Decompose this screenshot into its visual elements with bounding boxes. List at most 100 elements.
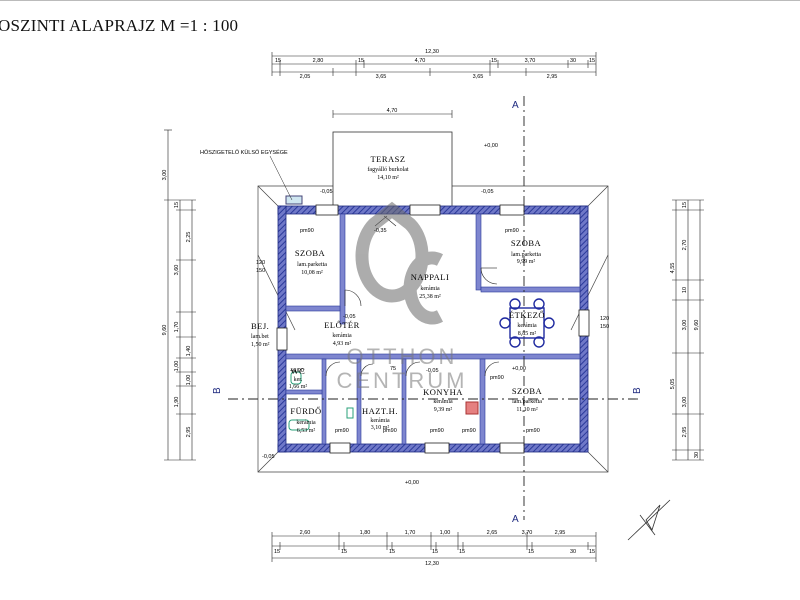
svg-text:BEJ.: BEJ. xyxy=(251,321,269,331)
dim-top-r2-0: 2,05 xyxy=(300,74,311,80)
dim-bot-r2-6: 30 xyxy=(570,549,576,555)
room-konyha: KONYHA kerámia 9,39 m² xyxy=(423,387,463,413)
level-markers: +0,00 -0,05 -0,05 -0,35 -0,05 +0,00 -0,0… xyxy=(262,143,526,486)
svg-text:kerámia: kerámia xyxy=(420,286,440,292)
svg-text:-0,05: -0,05 xyxy=(481,189,494,195)
svg-text:FÜRDŐ: FÜRDŐ xyxy=(290,406,321,416)
svg-text:6,53 m²: 6,53 m² xyxy=(297,428,316,434)
room-szoba-ne: SZOBA lam.parketta 9,99 m² xyxy=(511,238,542,265)
door-tag: pm90 xyxy=(462,428,476,434)
dim-left-6: 1,00 xyxy=(174,361,180,372)
watermark-line1: OTTHON xyxy=(347,344,458,369)
dim-right-0: 15 xyxy=(682,202,688,208)
room-hazt: HAZT.H. kerámia 3,10 m² xyxy=(362,406,398,431)
dim-left-0: 3,00 xyxy=(162,170,168,181)
dim-bot-r1-1: 1,80 xyxy=(360,530,371,536)
svg-text:10,08 m²: 10,08 m² xyxy=(301,270,323,276)
room-szoba-nw: SZOBA lam.parketta 10,08 m² xyxy=(295,248,327,276)
dim-bot-r2-5: 15 xyxy=(528,549,534,555)
svg-text:25,38 m²: 25,38 m² xyxy=(419,294,441,300)
svg-text:TERASZ: TERASZ xyxy=(370,154,405,164)
dim-bot-r2-2: 15 xyxy=(389,549,395,555)
svg-text:WC: WC xyxy=(291,366,306,376)
svg-text:lam.parketta: lam.parketta xyxy=(512,399,542,405)
dim-top-r1-3: 4,70 xyxy=(415,58,426,64)
dim-top-r1-6: 30 xyxy=(570,58,576,64)
svg-text:lam.bet: lam.bet xyxy=(251,334,269,340)
dim-left-1: 15 xyxy=(174,202,180,208)
ac-unit-icon xyxy=(285,195,303,205)
dim-bot-r1-3: 1,00 xyxy=(440,530,451,536)
door-tag: pm90 xyxy=(300,228,314,234)
svg-text:120: 120 xyxy=(600,316,609,322)
svg-text:ker.: ker. xyxy=(294,377,303,383)
svg-text:-0,05: -0,05 xyxy=(262,454,275,460)
svg-text:14,10 m²: 14,10 m² xyxy=(377,175,399,181)
dim-top-row1: 15 2,80 15 4,70 15 3,70 30 15 xyxy=(275,58,595,64)
svg-text:ÉTKEZŐ: ÉTKEZŐ xyxy=(509,310,545,320)
svg-text:9,99 m²: 9,99 m² xyxy=(517,259,536,265)
dim-bottom-total: 12,30 xyxy=(425,561,439,567)
room-labels: TERASZ fagyálló burkolat 14,10 m² SZOBA … xyxy=(251,154,545,434)
watermark-line2: CENTRUM xyxy=(337,368,468,393)
stove-icon xyxy=(465,401,479,415)
svg-text:9,39 m²: 9,39 m² xyxy=(434,407,453,413)
dim-top-r1-1: 2,80 xyxy=(313,58,324,64)
svg-text:kerámia: kerámia xyxy=(517,323,537,329)
dim-bot-r1-6: 2,95 xyxy=(555,530,566,536)
dim-top-r1-5: 3,70 xyxy=(525,58,536,64)
dim-right-2: 2,70 xyxy=(682,240,688,251)
dim-right-8: 9,60 xyxy=(694,320,700,331)
dim-top-r1-2: 15 xyxy=(358,58,364,64)
dim-left-4: 1,70 xyxy=(174,322,180,333)
dim-right-4: 3,00 xyxy=(682,320,688,331)
vent-note-leader xyxy=(269,155,293,201)
dim-top-r2-3: 2,95 xyxy=(547,74,558,80)
room-bej: BEJ. lam.bet 1,50 m² xyxy=(251,321,270,348)
window-tags: 120 150 120 150 75 xyxy=(256,260,609,372)
left-dimension-lines xyxy=(164,129,196,461)
dim-right-6: 3,00 xyxy=(682,397,688,408)
svg-text:1,50 m²: 1,50 m² xyxy=(251,342,270,348)
room-nappali: NAPPALI kerámia 25,38 m² xyxy=(411,272,449,300)
svg-text:kerámia: kerámia xyxy=(433,399,453,405)
dim-right-1: 4,55 xyxy=(670,263,676,274)
dim-left-8: 1,90 xyxy=(174,397,180,408)
dim-top-r2-2: 3,65 xyxy=(473,74,484,80)
right-dimension-lines xyxy=(672,199,704,461)
svg-text:kerámia: kerámia xyxy=(296,420,316,426)
svg-text:4,93 m²: 4,93 m² xyxy=(333,341,352,347)
dim-top-r1-7: 15 xyxy=(589,58,595,64)
section-b-left: B xyxy=(212,387,223,394)
left-dim-labels: 3,00 15 2,25 3,60 1,70 1,40 1,00 1,00 1,… xyxy=(162,170,192,438)
svg-text:HAZT.H.: HAZT.H. xyxy=(362,406,398,416)
svg-text:lam.parketta: lam.parketta xyxy=(511,252,541,258)
dim-bottom-row2: 15 15 15 15 15 15 30 15 xyxy=(274,549,595,555)
section-lines xyxy=(228,96,640,520)
door-tag: pm90 xyxy=(430,428,444,434)
dim-top-r1-4: 15 xyxy=(491,58,497,64)
dim-top-r1-0: 15 xyxy=(275,58,281,64)
dim-top-row2: 2,05 3,65 3,65 2,95 xyxy=(300,74,558,80)
svg-text:SZOBA: SZOBA xyxy=(511,238,542,248)
room-eloter: ELŐTÉR kerámia 4,93 m² xyxy=(324,320,359,347)
dim-bot-r2-7: 15 xyxy=(589,549,595,555)
section-b-right: B xyxy=(632,387,643,394)
svg-text:11,10 m²: 11,10 m² xyxy=(516,407,537,413)
interior-walls xyxy=(285,213,581,445)
svg-text:-0,05: -0,05 xyxy=(320,189,333,195)
dim-bot-r2-0: 15 xyxy=(274,549,280,555)
door-tag: pm90 xyxy=(490,375,504,381)
dim-left-2: 2,25 xyxy=(186,232,192,243)
svg-text:kerámia: kerámia xyxy=(332,333,352,339)
terrace-outline xyxy=(332,131,453,211)
bottom-dimension-lines xyxy=(271,532,597,562)
svg-text:75: 75 xyxy=(390,366,396,372)
dim-top-r2-1: 3,65 xyxy=(376,74,387,80)
door-tag: pm90 xyxy=(526,428,540,434)
dim-left-5: 1,40 xyxy=(186,346,192,357)
svg-text:150: 150 xyxy=(256,268,265,274)
door-tags: pm90 pm90 pm90 pm90 pm90 pm90 pm90 pm90 xyxy=(300,228,540,434)
svg-text:KONYHA: KONYHA xyxy=(423,387,463,397)
